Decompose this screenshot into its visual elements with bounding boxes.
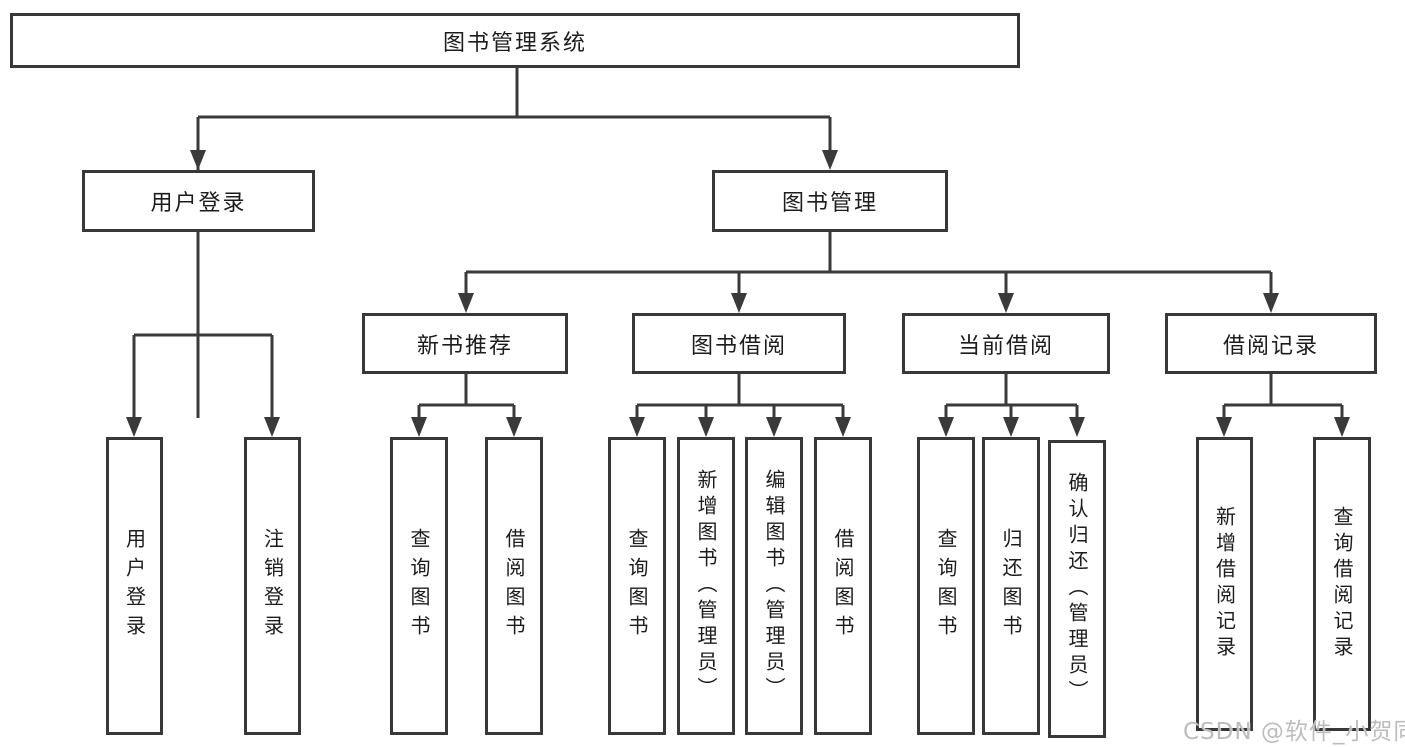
node-user-login: 用户登录 <box>82 170 315 232</box>
arrowhead-user-login <box>190 150 206 170</box>
leaf-user-login: 用户登录 <box>106 437 163 735</box>
leaf-query-books-current: 查询图书 <box>917 437 975 735</box>
leaf-add-book-admin: 新增图书（管理员） <box>677 437 735 735</box>
arrowhead-borrow-records <box>1263 293 1279 313</box>
csdn-watermark: CSDN @软件_小贺同学 <box>1183 719 1405 745</box>
leaf-return-book: 归还图书 <box>982 437 1040 735</box>
connector-borrow-children <box>635 374 845 418</box>
leaf-query-borrow-record: 查询借阅记录 <box>1313 437 1371 731</box>
connector-newbook-children <box>417 374 516 418</box>
connector-records-children <box>1222 374 1344 418</box>
leaf-edit-book-admin: 编辑图书（管理员） <box>745 437 803 735</box>
leaf-borrow-books-recommend: 借阅图书 <box>485 437 543 735</box>
node-current-borrowing: 当前借阅 <box>902 313 1110 374</box>
connector-login-children <box>132 232 274 417</box>
leaf-logout: 注销登录 <box>244 437 301 735</box>
leaf-confirm-return-admin: 确认归还（管理员） <box>1048 440 1106 738</box>
connector-root-to-level2 <box>196 68 832 418</box>
arrowhead-book-management <box>822 150 838 170</box>
node-library-management-system: 图书管理系统 <box>10 13 1020 68</box>
node-book-borrowing: 图书借阅 <box>632 313 846 374</box>
connector-current-children <box>944 374 1079 418</box>
node-borrowing-records: 借阅记录 <box>1165 313 1377 374</box>
connector-mgmt-to-level3 <box>464 232 1273 294</box>
arrowhead-leaf-logout <box>264 417 280 437</box>
leaf-query-books-recommend: 查询图书 <box>390 437 448 735</box>
arrowhead-new-book <box>458 293 474 313</box>
leaf-query-books-borrow: 查询图书 <box>608 437 666 735</box>
node-new-book-recommendation: 新书推荐 <box>362 313 568 374</box>
node-book-management: 图书管理 <box>712 170 948 232</box>
arrowhead-book-borrow <box>731 293 747 313</box>
leaf-add-borrow-record: 新增借阅记录 <box>1196 437 1253 731</box>
leaf-borrow-books: 借阅图书 <box>814 437 872 735</box>
arrowhead-leaf-user-login <box>126 417 142 437</box>
arrowhead-current-borrow <box>998 293 1014 313</box>
